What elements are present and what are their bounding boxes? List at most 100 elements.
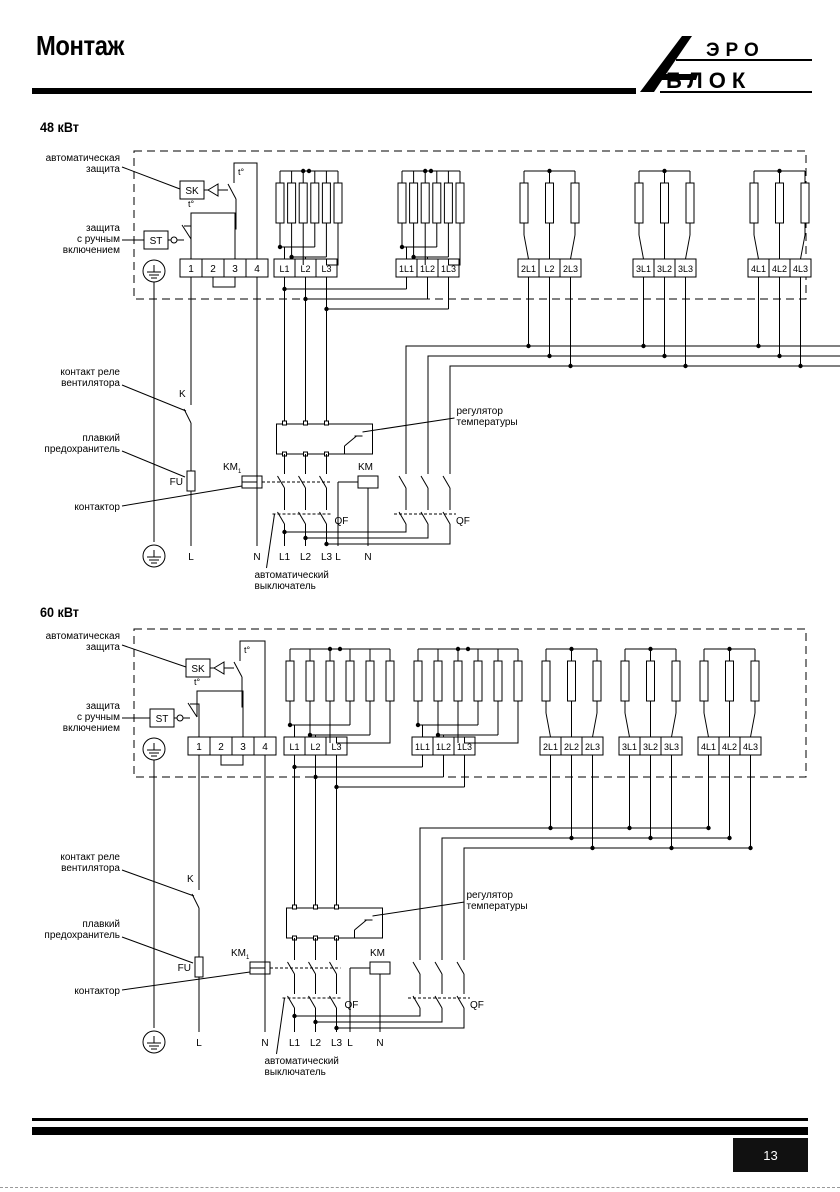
wire	[545, 712, 551, 738]
junction-dot	[662, 168, 667, 174]
terminal-label: 3L3	[664, 742, 679, 752]
callout-line	[121, 384, 187, 412]
sk-contact	[233, 661, 243, 678]
fuse-label: плавкий	[82, 919, 120, 930]
fuse-label: предохранитель	[44, 444, 120, 455]
regulator-contact	[354, 919, 367, 931]
callout-line	[121, 450, 186, 478]
heating-element	[620, 660, 630, 702]
callout-line	[121, 936, 194, 964]
km2-label: KM	[370, 948, 385, 959]
regulator-pin	[313, 904, 318, 910]
qf2-contact	[442, 511, 451, 525]
contactor-label: контактор	[74, 502, 120, 513]
bottom-terminal-label: L3	[321, 552, 333, 563]
km2-label: KM	[358, 462, 373, 473]
wire	[685, 234, 691, 260]
terminal-label: L1	[279, 264, 289, 274]
st-label: ST	[150, 236, 163, 247]
auto-protection-label: автоматическая	[46, 631, 120, 642]
feed-wire	[449, 365, 840, 470]
wire	[703, 712, 709, 738]
terminal-label: 2L1	[543, 742, 558, 752]
breaker-label: выключатель	[255, 581, 316, 592]
bottom-terminal-label: L2	[310, 1038, 322, 1049]
wire	[233, 162, 258, 259]
callout-line	[372, 901, 465, 917]
junction-dot	[727, 646, 732, 652]
km2-contact	[442, 475, 451, 489]
terminal-label: L2	[310, 742, 320, 752]
feed-wire	[463, 847, 751, 956]
heating-element	[345, 660, 355, 702]
fu-label: FU	[178, 963, 191, 974]
junction-dot	[428, 168, 434, 174]
qf1-label: QF	[345, 1000, 359, 1011]
regulator-pin	[292, 904, 297, 910]
wire	[753, 234, 759, 260]
qf2-contact	[420, 511, 429, 525]
km1-contact	[277, 475, 285, 489]
terminal-label: 2L3	[585, 742, 600, 752]
feed-wire	[441, 837, 730, 956]
unit-enclosure	[133, 628, 807, 778]
st-contact	[187, 702, 198, 718]
heating-element	[750, 660, 760, 702]
page-title: Монтаж	[36, 30, 124, 61]
wire	[624, 712, 630, 738]
terminal-label: L1	[289, 742, 299, 752]
bottom-terminal-label: L	[196, 1038, 202, 1049]
wire	[800, 234, 806, 260]
heating-element	[671, 660, 681, 702]
regulator-contact	[344, 435, 357, 447]
junction-dot	[777, 168, 782, 174]
jumper	[212, 277, 236, 288]
t-label: t°	[188, 199, 195, 209]
fan-relay-label: вентилятора	[61, 863, 120, 874]
feed-wire	[405, 345, 840, 470]
logo-bottom-text: БЛОК	[666, 68, 751, 93]
km2-contact	[398, 475, 407, 489]
wire	[294, 1012, 421, 1017]
aeroblok-logo: ЭРО БЛОК	[640, 36, 812, 93]
heating-element	[433, 660, 443, 702]
temperature-regulator	[276, 423, 373, 455]
heating-element	[305, 660, 315, 702]
wire	[750, 712, 756, 738]
manual-protection-label: защита	[86, 223, 120, 234]
junction-dot	[547, 168, 552, 174]
bottom-terminal-label: L1	[279, 552, 291, 563]
section-60kw-title: 60 кВт	[40, 604, 79, 620]
terminal-label: 3L1	[622, 742, 637, 752]
auto-protection-label: автоматическая	[46, 153, 120, 164]
terminal-label: 3L2	[643, 742, 658, 752]
wire	[336, 713, 391, 744]
manual-protection-label: включением	[63, 723, 120, 734]
wire	[190, 212, 236, 259]
auto-protection-label: защита	[86, 164, 120, 175]
terminal-label: 1L2	[436, 742, 451, 752]
terminal-label: 2L3	[563, 264, 578, 274]
bottom-terminal-label: N	[364, 552, 371, 563]
footer-rule-thick	[32, 1127, 808, 1135]
bottom-terminal-label: L	[347, 1038, 353, 1049]
bottom-terminal-label: N	[376, 1038, 383, 1049]
terminal-label: L3	[331, 742, 341, 752]
k-label: K	[179, 389, 186, 400]
terminal-label: 2L1	[521, 264, 536, 274]
qf1-contact	[298, 511, 306, 525]
heating-element	[285, 660, 295, 702]
breaker-label: автоматический	[255, 570, 329, 581]
fan-relay-label: вентилятора	[61, 378, 120, 389]
bottom-terminal-label: L	[188, 552, 194, 563]
heating-element	[385, 660, 395, 702]
regulator-pin	[303, 420, 308, 426]
callout-line	[121, 644, 187, 668]
terminal-label: 1L3	[457, 742, 472, 752]
terminal-label: 4L2	[772, 264, 787, 274]
wire	[336, 1012, 465, 1029]
terminal-label: 4L1	[701, 742, 716, 752]
heating-element	[325, 660, 335, 702]
terminal-label: 1L2	[420, 264, 435, 274]
